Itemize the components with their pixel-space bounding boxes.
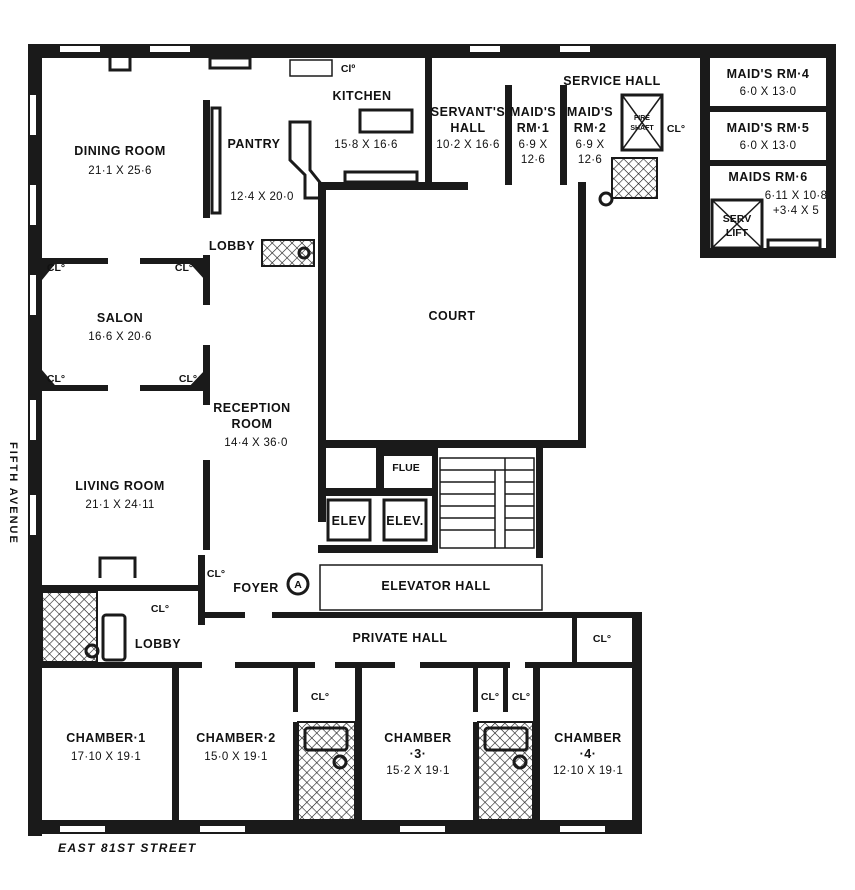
elev-1-label: ELEV [332, 514, 367, 528]
reception-room-dims: 14·4 X 36·0 [224, 437, 287, 449]
kitchen-closet-label: Clº [341, 63, 356, 75]
dining-room-label: DINING ROOM [74, 144, 166, 158]
fire-shaft-label-2: SHAFT [630, 125, 654, 132]
living-room-label: LIVING ROOM [75, 479, 165, 493]
chamber-4-label-1: CHAMBER [554, 731, 621, 745]
reception-room-label-1: RECEPTION [213, 401, 290, 415]
chamber-3-dims: 15·2 X 19·1 [386, 765, 449, 777]
service-closet-label: CL° [667, 123, 685, 135]
flue-label: FLUE [392, 462, 419, 474]
kitchen-dims: 15·8 X 16·6 [334, 139, 397, 151]
serv-lift-label-2: LIFT [726, 227, 749, 239]
maids-rm-6-label: MAIDS RM·6 [728, 170, 807, 184]
chamber-3-label-1: CHAMBER [384, 731, 451, 745]
maids-rm-1-dims-1: 6·9 X [519, 139, 548, 151]
foyer-closet-label: CL° [207, 568, 225, 580]
fire-shaft-label-1: FIRE [634, 115, 650, 122]
maids-rm-2-dims-1: 6·9 X [576, 139, 605, 151]
lobby-lower-label: LOBBY [135, 637, 181, 651]
street-south-label: EAST 81ST STREET [58, 841, 197, 855]
pantry-dims: 12·4 X 20·0 [230, 191, 293, 203]
salon-closet-nw: CL° [47, 262, 65, 274]
servants-hall-label-1: SERVANT'S [431, 105, 505, 119]
maids-rm-1-dims-2: 12·6 [521, 154, 545, 166]
maids-rm-2-dims-2: 12·6 [578, 154, 602, 166]
fixtures [41, 54, 822, 821]
chamber-3-label-2: ·3· [410, 747, 427, 761]
maids-rm-2-label-1: MAID'S [567, 105, 613, 119]
salon-closet-ne: CL° [175, 262, 193, 274]
kitchen-label: KITCHEN [332, 89, 391, 103]
foyer-marker: A [294, 579, 302, 591]
chamber-1-label: CHAMBER·1 [66, 731, 146, 745]
living-closet-label: CL° [151, 603, 169, 615]
dining-room-dims: 21·1 X 25·6 [88, 165, 151, 177]
salon-closet-se: CL° [179, 373, 197, 385]
chamber-4-label-2: ·4· [580, 747, 597, 761]
chamber-2-label: CHAMBER·2 [196, 731, 276, 745]
chamber-2-closet: CL° [311, 691, 329, 703]
maids-rm-1-label-1: MAID'S [510, 105, 556, 119]
living-room-dims: 21·1 X 24·11 [85, 499, 154, 511]
maids-rm-4-label: MAID'S RM·4 [727, 67, 810, 81]
pantry-label: PANTRY [228, 137, 281, 151]
elev-2-label: ELEV. [386, 514, 423, 528]
salon-closet-sw: CL° [47, 373, 65, 385]
lobby-upper-label: LOBBY [209, 239, 255, 253]
foyer-label: FOYER [233, 581, 279, 595]
chamber-3-closet: CL° [481, 691, 499, 703]
street-west-label: FIFTH AVENUE [7, 442, 19, 545]
serv-lift-label-1: SERV [723, 213, 751, 225]
windows [30, 46, 605, 832]
chamber-4-dims: 12·10 X 19·1 [553, 765, 623, 777]
staircase [439, 457, 535, 549]
maids-rm-1-label-2: RM·1 [517, 121, 550, 135]
court-label: COURT [429, 309, 476, 323]
interior-walls [42, 58, 826, 822]
reception-room-label-2: ROOM [232, 417, 273, 431]
chamber-4-closet: CL° [512, 691, 530, 703]
hall-closet-label: CL° [593, 633, 611, 645]
maids-rm-4-dims: 6·0 X 13·0 [740, 86, 797, 98]
salon-dims: 16·6 X 20·6 [88, 331, 151, 343]
service-hall-label: SERVICE HALL [563, 74, 660, 88]
exterior-walls [28, 44, 836, 836]
salon-label: SALON [97, 311, 143, 325]
maids-rm-6-dims-2: +3·4 X 5 [773, 205, 819, 217]
servants-hall-label-2: HALL [450, 121, 485, 135]
maids-rm-6-dims-1: 6·11 X 10·8 [765, 190, 828, 202]
private-hall-label: PRIVATE HALL [352, 631, 447, 645]
room-labels: DINING ROOM 21·1 X 25·6 PANTRY 12·4 X 20… [47, 63, 827, 777]
maids-rm-2-label-2: RM·2 [574, 121, 607, 135]
chamber-1-dims: 17·10 X 19·1 [71, 751, 141, 763]
chamber-2-dims: 15·0 X 19·1 [204, 751, 267, 763]
elevator-hall-label: ELEVATOR HALL [381, 579, 490, 593]
servants-hall-dims: 10·2 X 16·6 [436, 139, 499, 151]
maids-rm-5-dims: 6·0 X 13·0 [740, 140, 797, 152]
maids-rm-5-label: MAID'S RM·5 [727, 121, 810, 135]
